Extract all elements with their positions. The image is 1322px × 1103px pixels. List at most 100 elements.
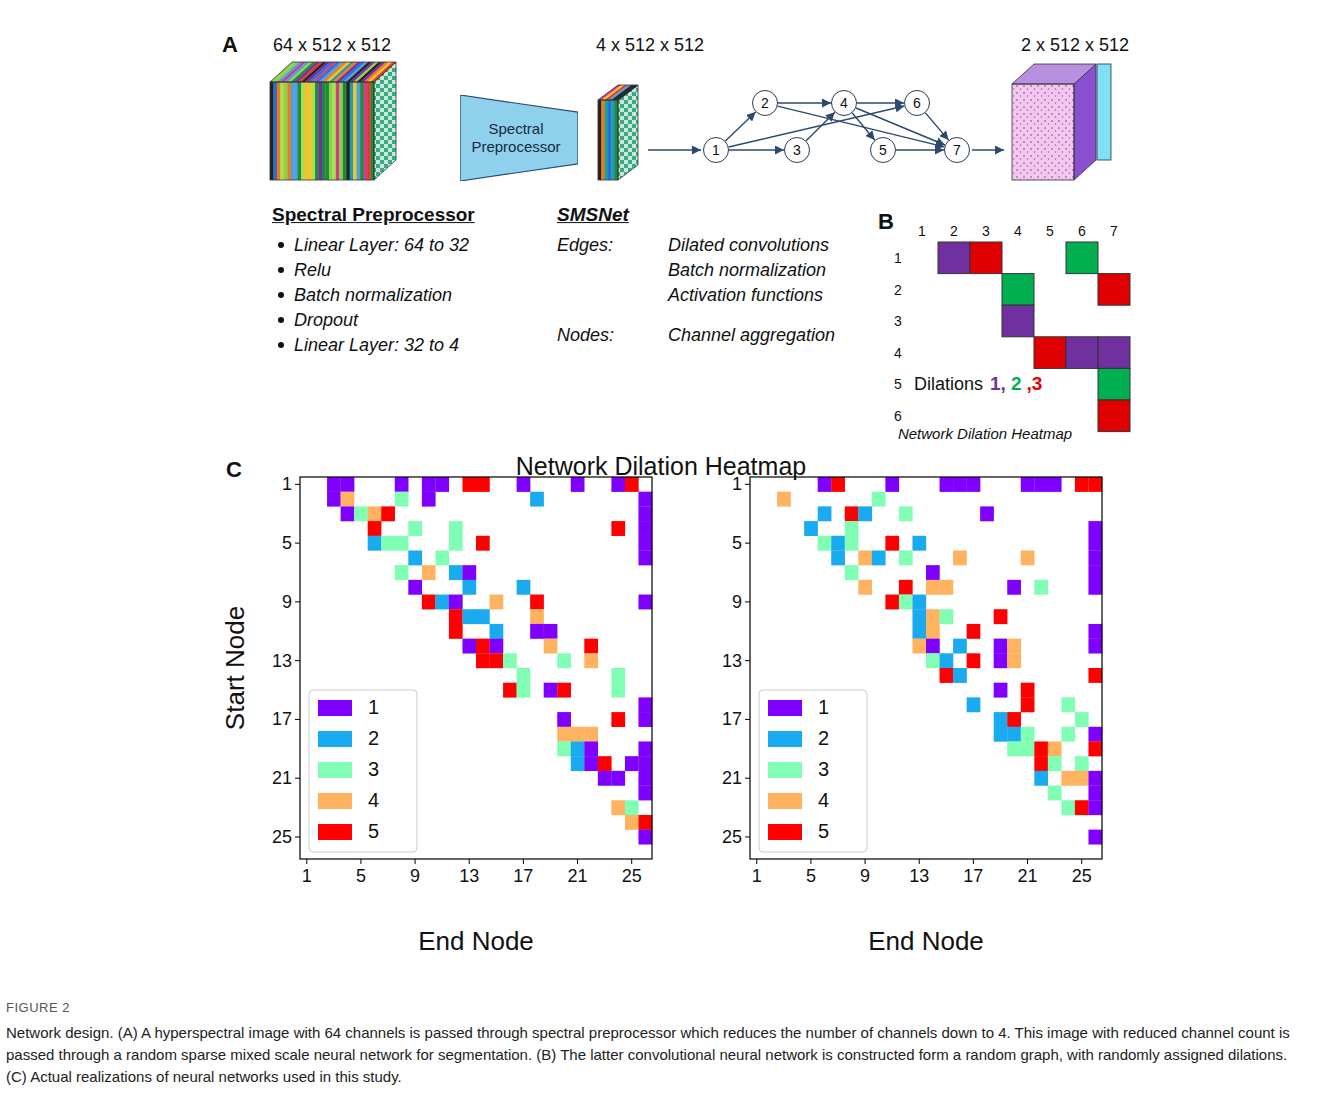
- output-cube: [1012, 64, 1096, 180]
- legend-note: 1,: [990, 373, 1006, 395]
- bullet: [278, 267, 284, 273]
- list-item: Nodes:: [557, 325, 614, 346]
- tick-label: 1: [302, 866, 312, 887]
- panel-title: Network Dilation Heatmap: [516, 452, 806, 481]
- legend-swatch: [768, 824, 802, 840]
- graph-node: 4: [831, 90, 857, 116]
- tick-label: 25: [722, 827, 742, 848]
- legend-text: 2: [818, 727, 829, 749]
- node-number: 7: [953, 142, 961, 158]
- axis-title: End Node: [418, 927, 534, 957]
- tick-label: 25: [272, 827, 292, 848]
- legend-note: 2: [1011, 373, 1022, 395]
- node-number: 5: [879, 142, 887, 158]
- tick-label: 21: [272, 768, 292, 789]
- legend-text: 4: [368, 789, 379, 811]
- dimension-label: 2 x 512 x 512: [1021, 35, 1129, 56]
- list-item: Activation functions: [668, 285, 823, 306]
- legend-swatch: [318, 824, 352, 840]
- axis-number: 4: [894, 345, 902, 361]
- axis-title: Start Node: [221, 606, 251, 730]
- axis-number: 6: [1078, 223, 1086, 239]
- graph-edge: [856, 108, 945, 145]
- bullet: [278, 317, 284, 323]
- graph-edge: [778, 102, 831, 103]
- legend-entry: 3: [768, 757, 829, 781]
- tick-label: 17: [272, 709, 292, 730]
- tick-label: 25: [1072, 866, 1092, 887]
- list-item: Relu: [294, 260, 331, 281]
- list-item: Dilated convolutions: [668, 235, 829, 256]
- heatmap-cell: [938, 242, 970, 274]
- legend-entry: 5: [768, 819, 829, 843]
- list-item: Batch normalization: [294, 285, 452, 306]
- node-number: 2: [761, 95, 769, 111]
- legend-swatch: [318, 762, 352, 778]
- heatmap-title: Network Dilation Heatmap: [898, 425, 1072, 442]
- heatmap-cell: [970, 242, 1002, 274]
- legend-swatch: [768, 731, 802, 747]
- tick-label: 13: [459, 866, 479, 887]
- axis-number: 1: [894, 250, 902, 266]
- legend-text: 1: [818, 696, 829, 718]
- axis-number: 2: [894, 282, 902, 298]
- heatmap-cell: [1066, 242, 1098, 274]
- legend-text: 1: [368, 696, 379, 718]
- axis-number: 7: [1110, 223, 1118, 239]
- legend-swatch: [318, 700, 352, 716]
- legend-entry: 1: [768, 695, 829, 719]
- graph-edge: [896, 149, 944, 150]
- graph-node: 7: [944, 137, 970, 163]
- list-item: Linear Layer: 32 to 4: [294, 335, 459, 356]
- preprocessor-trapezoid: Spectral Preprocessor: [460, 95, 578, 181]
- tick-label: 17: [963, 866, 983, 887]
- flow-arrow: [648, 149, 701, 151]
- legend-swatch: [768, 793, 802, 809]
- legend-note: Dilations: [914, 374, 983, 395]
- figure-caption: Network design. (A) A hyperspectral imag…: [6, 1022, 1311, 1087]
- node-number: 4: [840, 95, 848, 111]
- graph-node: 5: [870, 137, 896, 163]
- tick-label: 5: [732, 533, 742, 554]
- list-item: Edges:: [557, 235, 613, 256]
- legend-swatch: [768, 700, 802, 716]
- legend-text: 3: [818, 758, 829, 780]
- graph-edge: [852, 113, 874, 140]
- box-label: Spectral Preprocessor: [460, 116, 578, 160]
- panel-letter: A: [222, 32, 238, 57]
- tick-label: 9: [860, 866, 870, 887]
- panel-letter: C: [226, 457, 242, 482]
- legend-entry: 5: [318, 819, 379, 843]
- legend-swatch: [768, 762, 802, 778]
- tick-label: 21: [568, 866, 588, 887]
- list-item: Dropout: [294, 310, 358, 331]
- legend-text: 5: [818, 820, 829, 842]
- legend-entry: 1: [318, 695, 379, 719]
- figure-number: FIGURE 2: [6, 1001, 70, 1016]
- hyperspectral-cube: [270, 62, 396, 180]
- node-number: 6: [913, 95, 921, 111]
- tick-label: 1: [752, 866, 762, 887]
- panel-letter: B: [878, 209, 894, 234]
- list-item: Channel aggregation: [668, 325, 835, 346]
- axis-number: 3: [982, 223, 990, 239]
- dimension-label: 4 x 512 x 512: [596, 35, 704, 56]
- heatmap-cell: [1098, 368, 1130, 400]
- tick-label: 13: [722, 650, 742, 671]
- graph-edge: [857, 102, 904, 103]
- legend-text: 5: [368, 820, 379, 842]
- flow-arrow: [972, 149, 1004, 151]
- tick-label: 9: [410, 866, 420, 887]
- legend-note: ,3: [1026, 373, 1042, 395]
- axis-number: 3: [894, 313, 902, 329]
- axis-number: 2: [950, 223, 958, 239]
- legend-entry: 3: [318, 757, 379, 781]
- tick-label: 13: [909, 866, 929, 887]
- tick-label: 21: [722, 768, 742, 789]
- tick-label: 5: [356, 866, 366, 887]
- graph-edge: [729, 149, 784, 150]
- graph-edge: [925, 113, 948, 140]
- node-number: 1: [712, 142, 720, 158]
